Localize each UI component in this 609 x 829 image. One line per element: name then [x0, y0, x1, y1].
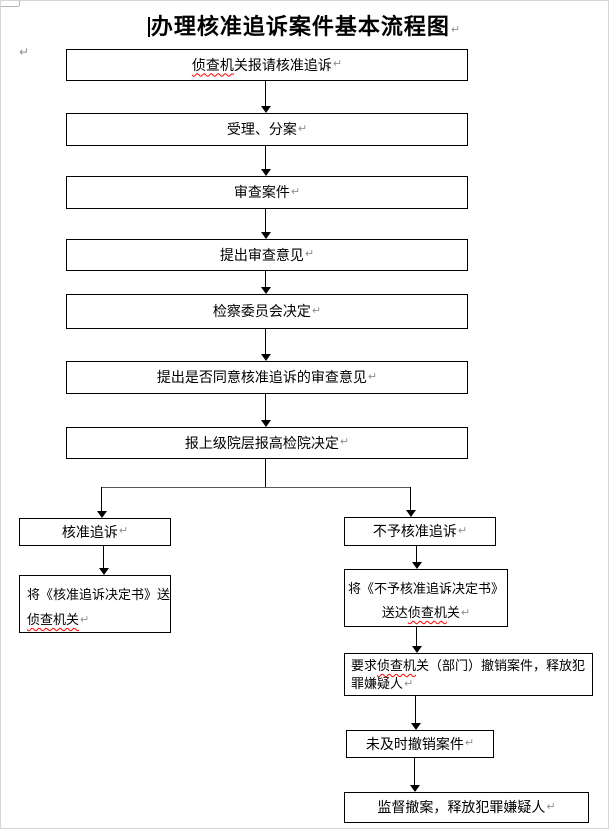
connector-line — [265, 81, 266, 106]
box-text: 监督撤案，释放犯罪嫌疑人 — [377, 799, 546, 816]
box-text: 送达 — [381, 605, 408, 620]
arrow-down-icon — [261, 354, 271, 361]
arrow-down-icon — [412, 562, 422, 569]
connector-line — [265, 209, 266, 232]
connector-line — [265, 329, 266, 354]
flow-box-not-withdrawn-in-time[interactable]: 未及时撤销案件↵ — [346, 730, 494, 758]
box-text: 关报请核准追诉 — [233, 56, 332, 73]
box-text: 报上级院层报高检院决定 — [184, 434, 339, 451]
flow-box-send-approval-decision[interactable]: 将《核准追诉决定书》送 侦查机关↵ — [19, 575, 171, 633]
return-mark-icon: ↵ — [457, 524, 468, 537]
return-mark-icon: ↵ — [290, 185, 301, 198]
flow-box-review-case[interactable]: 审查案件↵ — [66, 176, 468, 209]
box-text: 侦查机 — [377, 658, 417, 673]
arrow-down-icon — [261, 287, 271, 294]
connector-line — [416, 546, 417, 562]
flow-box-send-denial-decision[interactable]: 将《不予核准追诉决定书》 送达侦查机关↵ — [344, 569, 508, 627]
box-text: 关 — [446, 605, 460, 620]
return-mark-icon: ↵ — [332, 58, 343, 71]
return-mark-icon: ↵ — [304, 248, 315, 261]
flow-box-accept-assign[interactable]: 受理、分案↵ — [66, 113, 468, 146]
arrow-down-icon — [261, 169, 271, 176]
page-corner-mark — [1, 6, 19, 7]
return-mark-icon: ↵ — [80, 614, 90, 626]
page-corner-mark — [19, 1, 20, 6]
flow-box-supervise-withdrawal[interactable]: 监督撤案，释放犯罪嫌疑人↵ — [344, 792, 589, 823]
flow-box-approve-prosecution[interactable]: 核准追诉↵ — [19, 518, 171, 546]
connector-line — [265, 394, 266, 420]
page-title: 办理核准追诉案件基本流程图↵ — [1, 9, 608, 41]
return-mark-icon: ↵ — [450, 24, 462, 36]
return-mark-icon: ↵ — [339, 436, 350, 449]
box-text: 罪嫌疑人 — [351, 676, 404, 691]
box-text: 提出是否同意核准追诉的审查意见 — [156, 369, 367, 386]
arrow-down-icon — [261, 106, 271, 113]
connector-line — [416, 627, 417, 646]
flow-box-report-higher-court[interactable]: 报上级院层报高检院决定↵ — [66, 427, 468, 459]
return-mark-icon: ↵ — [311, 304, 322, 317]
arrow-down-icon — [406, 510, 416, 517]
page-title-text: 办理核准追诉案件基本流程图 — [150, 14, 450, 39]
return-mark-icon: ↵ — [546, 800, 556, 813]
box-text: 检察委员会决定 — [212, 303, 311, 320]
box-text: 核准追诉 — [61, 523, 118, 540]
box-text: 侦查机 — [191, 56, 234, 73]
return-mark-icon: ↵ — [404, 678, 414, 690]
box-text: 侦查机关 — [27, 612, 80, 627]
connector-line — [265, 146, 266, 169]
box-text: 不予核准追诉 — [372, 523, 457, 540]
return-mark-icon: ↵ — [464, 737, 475, 750]
box-text: 要求 — [351, 658, 378, 673]
connector-line — [415, 696, 416, 723]
return-mark-icon: ↵ — [19, 45, 30, 59]
flow-box-review-opinion[interactable]: 提出审查意见↵ — [66, 239, 468, 271]
box-text: 将《核准追诉决定书》送 — [27, 587, 171, 602]
return-mark-icon: ↵ — [460, 607, 471, 619]
return-mark-icon: ↵ — [118, 525, 129, 538]
box-text: 关（部门）撤销案件，释放犯 — [416, 658, 586, 673]
arrow-down-icon — [97, 511, 107, 518]
text-cursor — [147, 17, 150, 37]
return-mark-icon: ↵ — [367, 370, 378, 383]
flow-box-demand-withdraw-case[interactable]: 要求侦查机关（部门）撤销案件，释放犯 罪嫌疑人↵ — [344, 653, 593, 696]
box-text: 未及时撤销案件 — [365, 735, 464, 752]
box-text: 侦查机 — [407, 605, 447, 620]
flow-box-committee-decision[interactable]: 检察委员会决定↵ — [66, 294, 468, 329]
connector-line — [410, 487, 411, 510]
box-text: 将《不予核准追诉决定书》 — [347, 581, 504, 596]
box-text: 审查案件 — [233, 184, 290, 201]
connector-line — [414, 758, 415, 785]
flow-box-report-request[interactable]: 侦查机关报请核准追诉↵ — [66, 49, 468, 81]
flow-box-agree-opinion[interactable]: 提出是否同意核准追诉的审查意见↵ — [66, 361, 468, 394]
box-text: 提出审查意见 — [219, 246, 304, 263]
arrow-down-icon — [411, 723, 421, 730]
arrow-down-icon — [261, 232, 271, 239]
connector-line — [265, 459, 266, 487]
connector-line — [103, 546, 104, 568]
flow-box-deny-prosecution[interactable]: 不予核准追诉↵ — [344, 517, 496, 546]
connector-line — [101, 487, 411, 488]
box-text: 受理、分案 — [226, 121, 297, 138]
arrow-down-icon — [261, 420, 271, 427]
arrow-down-icon — [412, 646, 422, 653]
return-mark-icon: ↵ — [297, 122, 308, 135]
arrow-down-icon — [410, 785, 420, 792]
connector-line — [265, 271, 266, 287]
connector-line — [101, 487, 102, 511]
arrow-down-icon — [99, 568, 109, 575]
